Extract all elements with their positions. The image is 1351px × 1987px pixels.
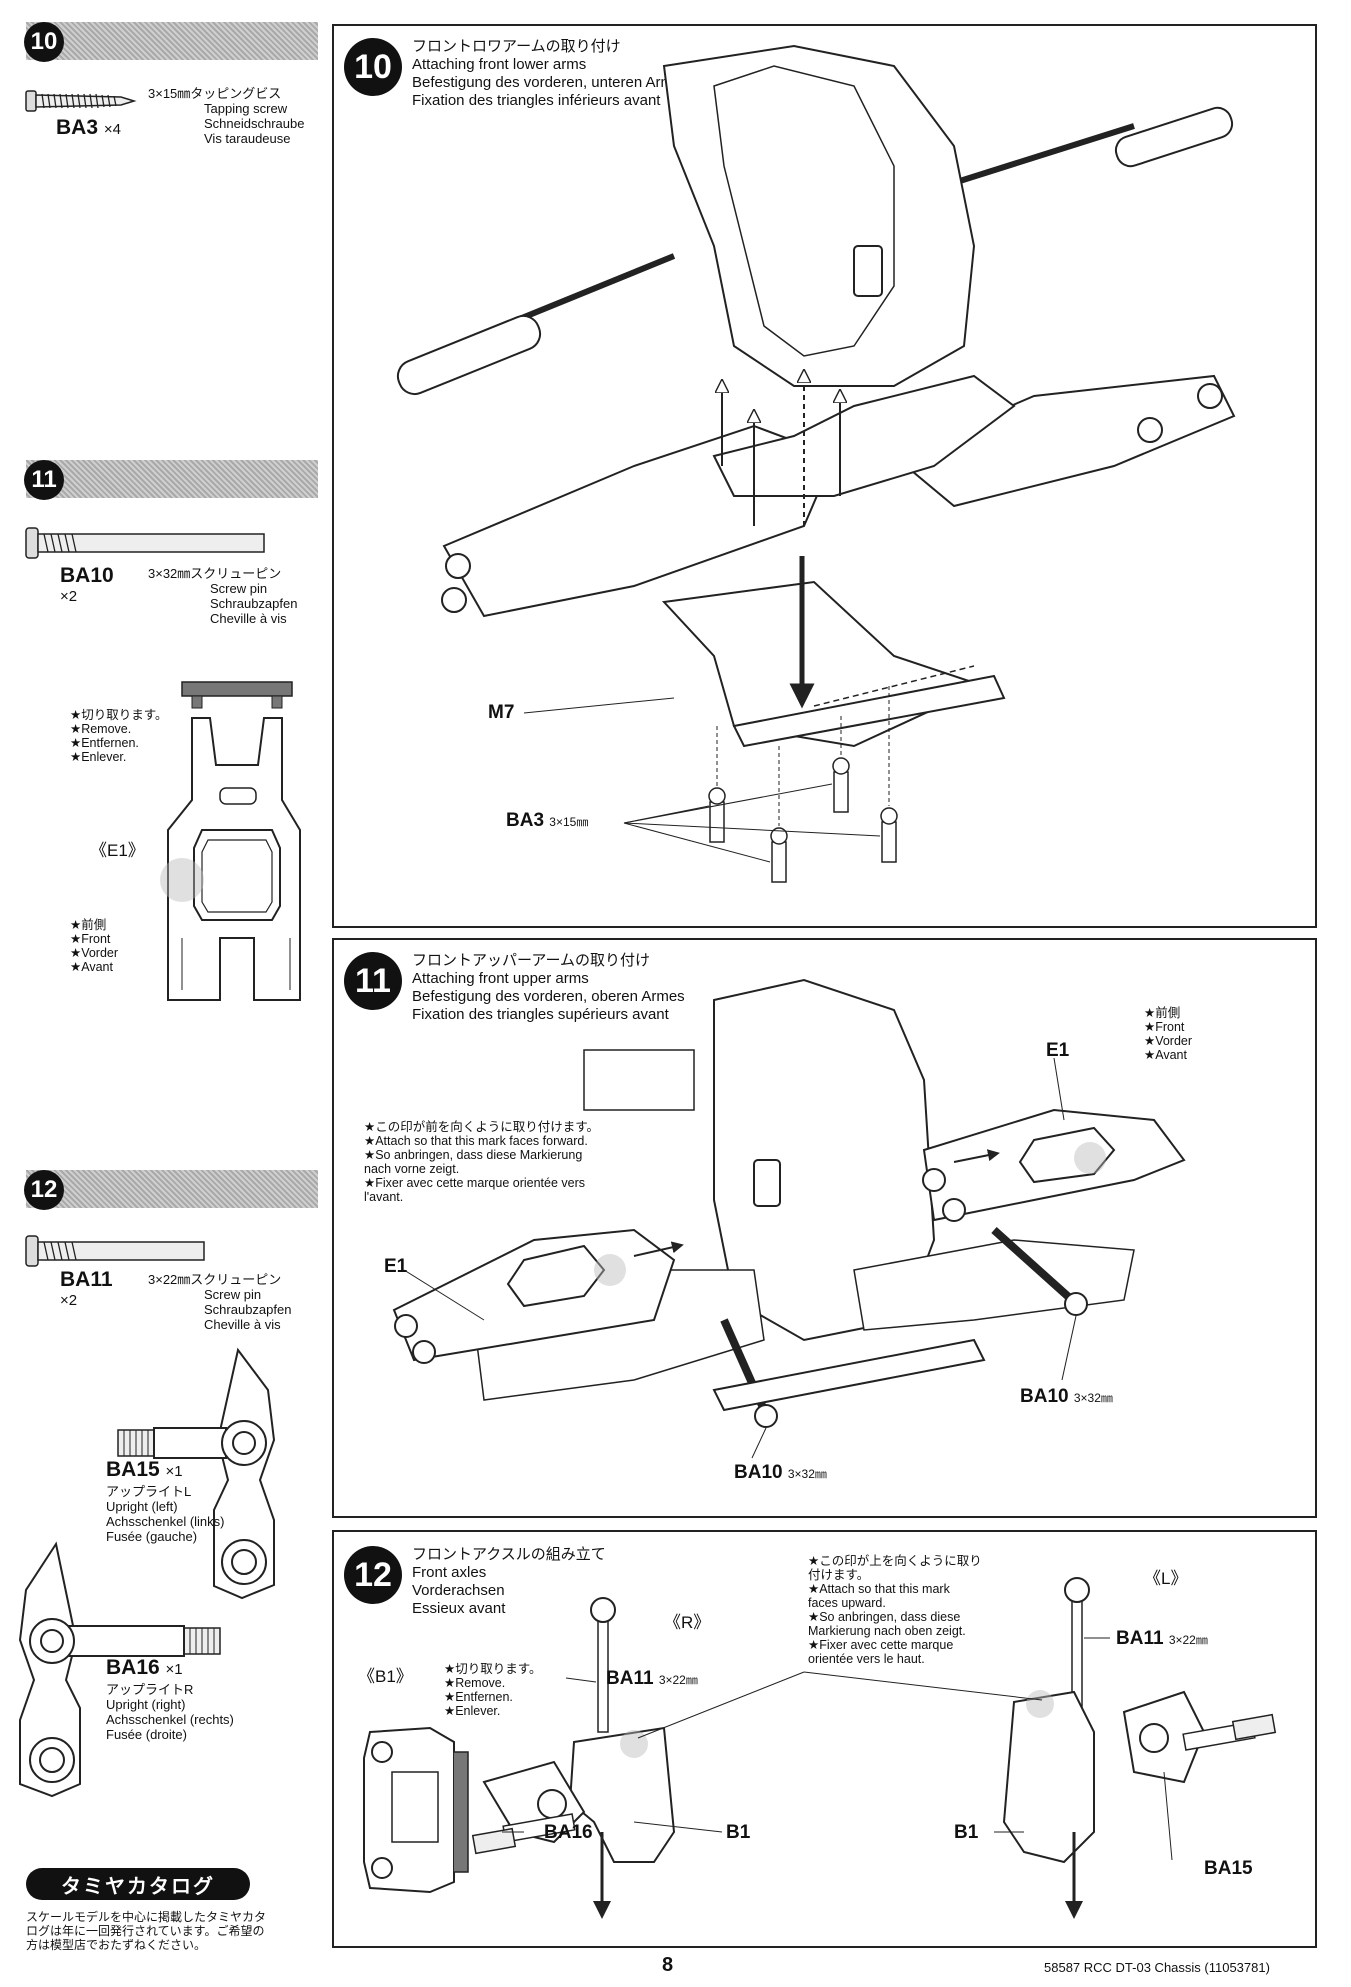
e1-part-label: 《E1》 <box>90 841 145 860</box>
ba11-callout-left: BA11 3×22㎜ <box>1116 1628 1208 1649</box>
upright-left-ba15-icon <box>117 1347 276 1600</box>
left-side-label: 《L》 <box>1144 1569 1188 1588</box>
ba10-callout-left: BA10 3×32㎜ <box>734 1462 827 1483</box>
ba16-callout: BA16 <box>544 1822 593 1843</box>
panel-step-10: 10 フロントロワアームの取り付け Attaching front lower … <box>332 24 1317 928</box>
step-12-header-bar <box>26 1170 318 1208</box>
step-12-badge: 12 <box>24 1170 64 1210</box>
e1-front-note: ★前側 ★Front ★Vorder ★Avant <box>70 918 119 974</box>
ba11-part-code: BA11 ×2 <box>60 1268 113 1309</box>
ba15-callout: BA15 <box>1204 1858 1253 1879</box>
screw-pin-ba10-icon <box>25 527 265 559</box>
b1-part-label: 《B1》 <box>358 1667 413 1686</box>
ba10-callout-right: BA10 3×32㎜ <box>1020 1386 1113 1407</box>
b1-callout-right: B1 <box>726 1822 751 1843</box>
ba15-part-code: BA15 ×1 <box>106 1458 183 1481</box>
screw-ba3-icon <box>25 90 137 112</box>
upper-arm-assembly-illustration <box>392 978 1186 1459</box>
panel-step-11: 11 フロントアッパーアームの取り付け Attaching front uppe… <box>332 938 1317 1518</box>
e1-label-right: E1 <box>1046 1040 1070 1061</box>
panel-step-12: 12 フロントアクスルの組み立て Front axles Vorderachse… <box>332 1530 1317 1948</box>
ba10-description: 3×32㎜スクリューピン Screw pin Schraubzapfen Che… <box>148 566 298 626</box>
right-side-label: 《R》 <box>664 1613 711 1632</box>
ba15-description: アップライトL Upright (left) Achsschenkel (lin… <box>106 1484 225 1544</box>
ba16-description: アップライトR Upright (right) Achsschenkel (re… <box>106 1682 234 1742</box>
upright-right-ba16-icon <box>18 1541 221 1798</box>
panel-11-badge: 11 <box>344 952 402 1010</box>
panel-12-badge: 12 <box>344 1546 402 1604</box>
panel-10-badge: 10 <box>344 38 402 96</box>
panel-12-title: フロントアクスルの組み立て Front axles Vorderachsen E… <box>412 1546 606 1617</box>
b1-callout-left: B1 <box>954 1822 979 1843</box>
ba3-callout: BA3 3×15㎜ <box>506 810 589 831</box>
e1-label-left: E1 <box>384 1256 408 1277</box>
ba3-description: 3×15㎜タッピングビス Tapping screw Schneidschrau… <box>148 86 305 146</box>
b1-remove-note: ★切り取ります。 ★Remove. ★Entfernen. ★Enlever. <box>444 1662 542 1718</box>
panel-11-mark-note: ★この印が前を向くように取り付けます。 ★Attach so that this… <box>364 1120 599 1204</box>
screw-pin-ba11-icon <box>25 1235 205 1267</box>
panel-12-mark-note: ★この印が上を向くように取り 付けます。 ★Attach so that thi… <box>808 1554 982 1666</box>
e1-remove-note: ★切り取ります。 ★Remove. ★Entfernen. ★Enlever. <box>70 708 168 764</box>
page-number: 8 <box>662 1954 674 1976</box>
step-10-badge: 10 <box>24 22 64 62</box>
step-11-badge: 11 <box>24 460 64 500</box>
e1-arm-part-icon <box>160 681 301 1001</box>
ba16-part-code: BA16 ×1 <box>106 1656 183 1679</box>
panel-11-title: フロントアッパーアームの取り付け Attaching front upper a… <box>412 952 685 1023</box>
panel-11-front-note: ★前側 ★Front ★Vorder ★Avant <box>1144 1006 1193 1062</box>
catalog-title: タミヤカタログ <box>26 1868 250 1900</box>
step-11-header-bar <box>26 460 318 498</box>
front-axle-assembly-illustration <box>363 1577 1277 1919</box>
kit-code: 58587 RCC DT-03 Chassis (11053781) <box>1044 1960 1270 1975</box>
lower-arm-assembly-illustration <box>396 44 1236 883</box>
ba11-description: 3×22㎜スクリューピン Screw pin Schraubzapfen Che… <box>148 1272 292 1332</box>
step-10-header-bar <box>26 22 318 60</box>
m7-label: M7 <box>488 702 515 723</box>
panel-10-title: フロントロワアームの取り付け Attaching front lower arm… <box>412 38 689 109</box>
ba10-part-code: BA10 ×2 <box>60 564 114 605</box>
catalog-text: スケールモデルを中心に掲載したタミヤカタ ログは年に一回発行されています。ご希望… <box>26 1910 267 1952</box>
ba3-part-code: BA3 ×4 <box>56 116 121 139</box>
ba11-callout-right: BA11 3×22㎜ <box>606 1668 698 1689</box>
